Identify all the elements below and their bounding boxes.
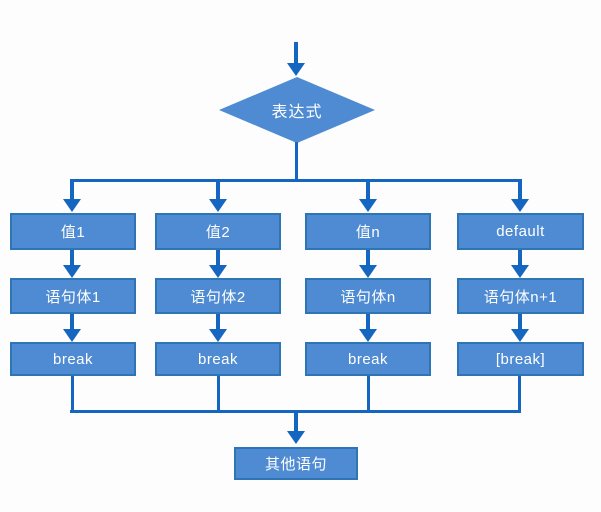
break-label-2: break — [197, 350, 239, 368]
body-break-arrowhead-2 — [209, 329, 227, 342]
break-node-optional: [break] — [457, 342, 584, 376]
branch-drop-stem-4 — [518, 181, 522, 201]
case-label-1: 值1 — [60, 224, 86, 241]
join-drop-stem-2 — [217, 376, 220, 413]
body-break-stem-1 — [70, 314, 74, 330]
branch-drop-arrowhead-1 — [63, 199, 81, 212]
body-node-n1: 语句体n+1 — [457, 278, 584, 314]
join-drop-stem-3 — [367, 376, 370, 413]
end-arrow-stem — [294, 412, 298, 432]
case-body-stem-2 — [216, 250, 220, 266]
break-label-1: break — [52, 350, 94, 368]
body-node-2: 语句体2 — [155, 278, 281, 314]
body-break-stem-4 — [518, 314, 522, 330]
case-body-stem-1 — [70, 250, 74, 266]
branch-drop-arrowhead-4 — [511, 199, 529, 212]
branch-drop-stem-3 — [366, 181, 370, 201]
decision-label: 表达式 — [271, 104, 323, 121]
case-body-stem-3 — [366, 250, 370, 266]
body-break-stem-3 — [366, 314, 370, 330]
end-arrowhead — [287, 431, 305, 444]
entry-arrowhead — [287, 63, 305, 76]
entry-arrow-stem — [294, 42, 298, 65]
case-node-2: 值2 — [155, 213, 281, 250]
body-label-n: 语句体n — [340, 288, 396, 306]
body-node-1: 语句体1 — [10, 278, 136, 314]
body-label-n1: 语句体n+1 — [483, 288, 558, 306]
branch-drop-arrowhead-3 — [359, 199, 377, 212]
end-label: 其他语句 — [264, 456, 327, 473]
case-label-default: default — [496, 223, 545, 240]
body-label-1: 语句体1 — [45, 288, 101, 306]
join-line-bottom — [70, 410, 521, 413]
case-node-n: 值n — [305, 213, 431, 250]
case-body-stem-4 — [518, 250, 522, 266]
case-body-arrowhead-4 — [511, 265, 529, 278]
join-drop-stem-1 — [71, 376, 74, 413]
decision-node-expression: 表达式 — [219, 77, 375, 143]
body-break-arrowhead-4 — [511, 329, 529, 342]
break-node-2: break — [155, 342, 281, 376]
branch-line-top — [70, 179, 522, 182]
case-body-arrowhead-2 — [209, 265, 227, 278]
break-label-3: break — [347, 350, 389, 368]
body-break-arrowhead-1 — [63, 329, 81, 342]
case-node-1: 值1 — [10, 213, 136, 250]
case-label-n: 值n — [355, 224, 381, 241]
body-node-n: 语句体n — [305, 278, 431, 314]
break-label-optional: [break] — [495, 350, 546, 368]
body-label-2: 语句体2 — [190, 288, 246, 306]
body-break-arrowhead-3 — [359, 329, 377, 342]
break-node-1: break — [10, 342, 136, 376]
case-body-arrowhead-1 — [63, 265, 81, 278]
branch-drop-stem-2 — [216, 181, 220, 201]
body-break-stem-2 — [216, 314, 220, 330]
decision-branch-stem — [295, 142, 298, 180]
join-drop-stem-4 — [518, 376, 521, 413]
branch-drop-stem-1 — [70, 181, 74, 201]
case-label-2: 值2 — [205, 224, 231, 241]
case-body-arrowhead-3 — [359, 265, 377, 278]
branch-drop-arrowhead-2 — [209, 199, 227, 212]
case-node-default: default — [457, 213, 584, 250]
break-node-3: break — [305, 342, 431, 376]
end-node: 其他语句 — [234, 447, 358, 480]
